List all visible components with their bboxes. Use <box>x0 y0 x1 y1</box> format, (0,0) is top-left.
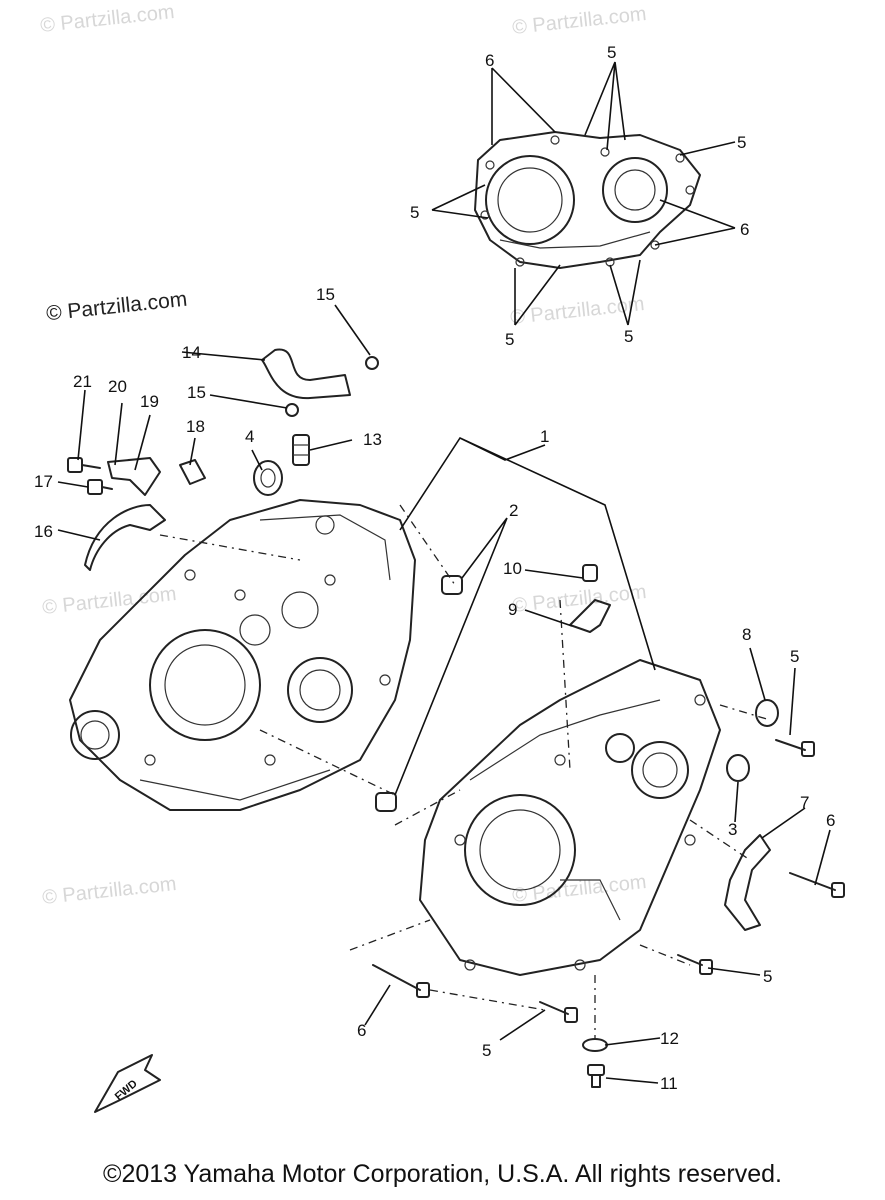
callout-2: 2 <box>509 501 518 520</box>
bolt <box>539 1001 578 1023</box>
bolt <box>789 872 845 898</box>
breather-hose <box>261 348 351 400</box>
bolt <box>67 457 101 473</box>
callout-8: 8 <box>742 625 751 644</box>
hose-clip <box>285 403 299 417</box>
callout-9: 9 <box>508 600 517 619</box>
callout-5: 5 <box>790 647 799 666</box>
callout-labels: 6 5 5 5 6 5 5 15 14 15 21 20 19 18 4 13 … <box>34 43 835 1093</box>
callout-4: 4 <box>245 427 254 446</box>
callout-5: 5 <box>737 133 746 152</box>
breather-fitting <box>292 434 310 466</box>
callout-16: 16 <box>34 522 53 541</box>
washer <box>582 1038 608 1052</box>
callout-5: 5 <box>482 1041 491 1060</box>
callout-5: 5 <box>624 327 633 346</box>
callout-15: 15 <box>187 383 206 402</box>
callout-10: 10 <box>503 559 522 578</box>
stopper-plate <box>107 457 161 496</box>
callout-6: 6 <box>826 811 835 830</box>
bolt <box>677 954 713 975</box>
oil-seal <box>253 460 283 496</box>
bolt <box>87 479 113 495</box>
callout-12: 12 <box>660 1029 679 1048</box>
callout-18: 18 <box>186 417 205 436</box>
clamp <box>569 599 611 633</box>
drain-plug <box>587 1064 605 1088</box>
callout-6: 6 <box>740 220 749 239</box>
fwd-arrow: FWD <box>94 1054 161 1113</box>
bearing <box>179 459 206 485</box>
callout-13: 13 <box>363 430 382 449</box>
neutral-switch-bracket <box>724 834 771 931</box>
cover-plate <box>84 504 166 571</box>
part-1-leader <box>399 436 656 671</box>
callout-leaders <box>57 304 831 1084</box>
callout-6: 6 <box>357 1021 366 1040</box>
callout-5: 5 <box>763 967 772 986</box>
callout-15: 15 <box>316 285 335 304</box>
crankcase-top-view <box>474 131 701 269</box>
callout-19: 19 <box>140 392 159 411</box>
right-crankcase-half <box>419 659 721 976</box>
leaders-top-view <box>431 61 736 326</box>
callout-5: 5 <box>505 330 514 349</box>
callout-1: 1 <box>540 427 549 446</box>
callout-7: 7 <box>800 793 809 812</box>
left-crankcase-half <box>69 499 416 811</box>
callout-21: 21 <box>73 372 92 391</box>
callout-14: 14 <box>182 343 201 362</box>
bolt <box>582 564 598 582</box>
hose-clip <box>365 356 379 370</box>
bolt <box>775 739 815 757</box>
oil-seal <box>755 699 779 727</box>
oil-seal <box>726 754 750 782</box>
callout-11: 11 <box>660 1074 678 1093</box>
callout-17: 17 <box>34 472 53 491</box>
callout-3: 3 <box>728 820 737 839</box>
copyright-footer: ©2013 Yamaha Motor Corporation, U.S.A. A… <box>103 1160 782 1188</box>
dowel-pin <box>375 575 463 812</box>
callout-6: 6 <box>485 51 494 70</box>
alignment-lines <box>159 504 771 1040</box>
bolt <box>372 964 430 998</box>
callout-20: 20 <box>108 377 127 396</box>
callout-5: 5 <box>410 203 419 222</box>
fwd-label: FWD <box>113 1078 140 1103</box>
callout-5: 5 <box>607 43 616 62</box>
